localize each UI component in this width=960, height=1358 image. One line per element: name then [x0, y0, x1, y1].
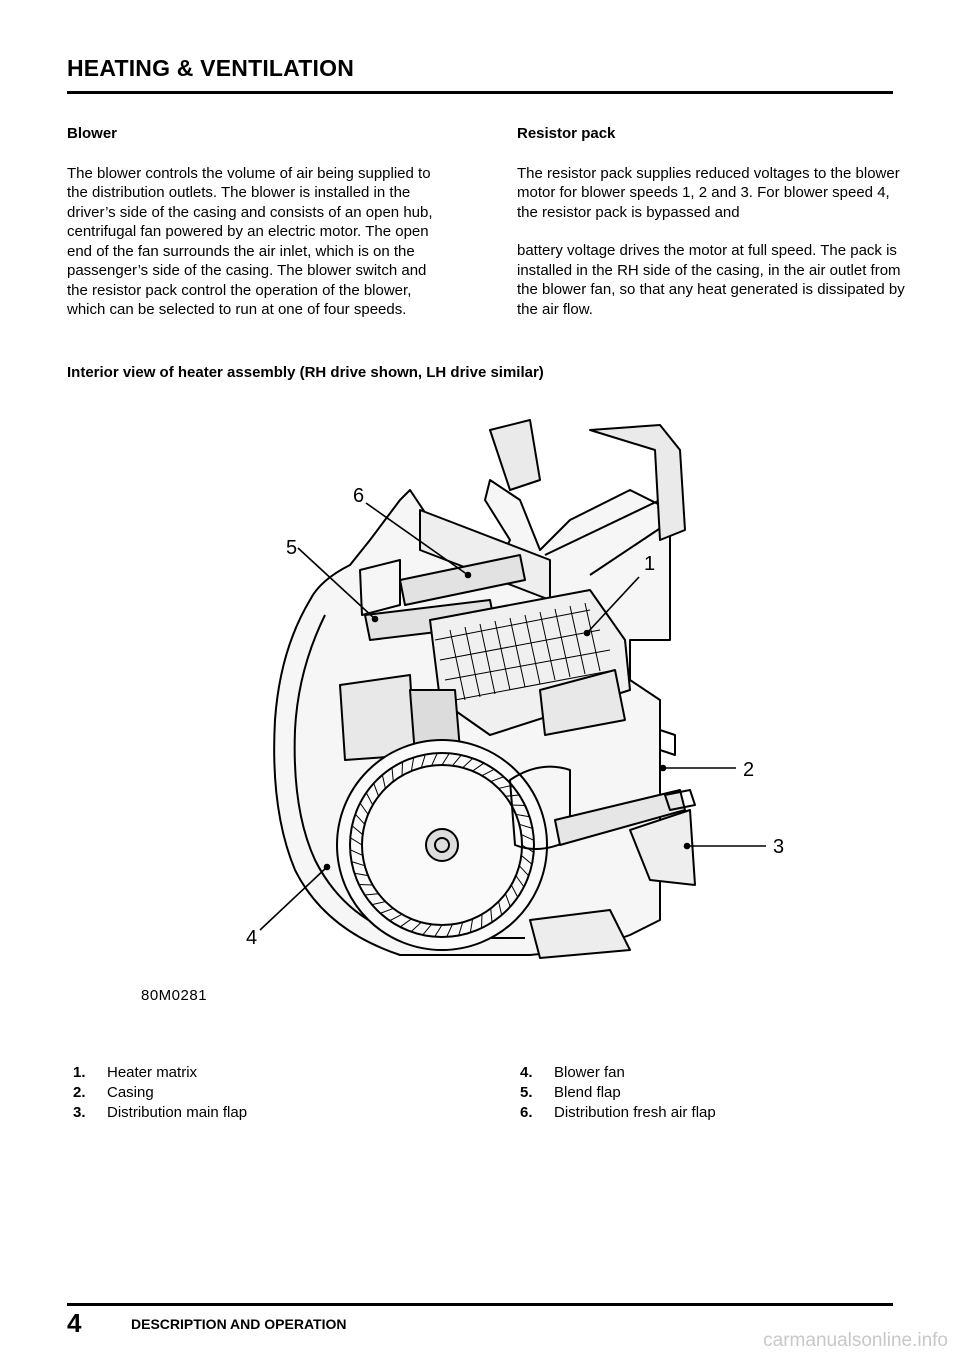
callout-3: 3 [773, 836, 784, 858]
watermark: carmanualsonline.info [763, 1330, 948, 1351]
footer-rule [67, 1303, 893, 1306]
callout-4: 4 [246, 927, 257, 949]
header-rule [67, 91, 893, 94]
page-header-title: HEATING & VENTILATION [67, 55, 355, 81]
figure-caption: Interior view of heater assembly (RH dri… [67, 364, 544, 381]
page-number: 4 [67, 1308, 82, 1338]
resistor-section: Resistor pack The resistor pack supplies… [517, 124, 907, 319]
heater-assembly-figure: 6 5 1 2 3 4 [70, 390, 880, 1020]
callout-1: 1 [644, 553, 655, 575]
figure-code: 80M0281 [141, 987, 208, 1004]
callout-6: 6 [353, 485, 364, 507]
callout-5: 5 [286, 537, 297, 559]
heater-assembly-illustration: 6 5 1 2 3 4 [246, 419, 784, 959]
blower-body: The blower controls the volume of air be… [67, 164, 433, 319]
blower-heading: Blower [67, 125, 118, 142]
footer-section-title: DESCRIPTION AND OPERATION [131, 1316, 347, 1332]
legend-left: 1.Heater matrix 2.Casing 3.Distribution … [73, 1063, 247, 1123]
blower-section: Blower The blower controls the volume of… [67, 124, 447, 320]
resistor-body-1: The resistor pack supplies reduced volta… [517, 164, 900, 221]
resistor-body-2: battery voltage drives the motor at full… [517, 242, 905, 318]
legend-item: 5.Blend flap [520, 1084, 621, 1101]
legend-right: 4.Blower fan 5.Blend flap 6.Distribution… [520, 1063, 716, 1123]
legend-item: 2.Casing [73, 1084, 154, 1101]
legend-item: 3.Distribution main flap [73, 1104, 248, 1121]
resistor-heading: Resistor pack [517, 125, 616, 142]
callout-2: 2 [743, 759, 754, 781]
legend-item: 4.Blower fan [520, 1064, 625, 1081]
legend-item: 1.Heater matrix [73, 1064, 198, 1081]
legend-item: 6.Distribution fresh air flap [520, 1104, 716, 1121]
